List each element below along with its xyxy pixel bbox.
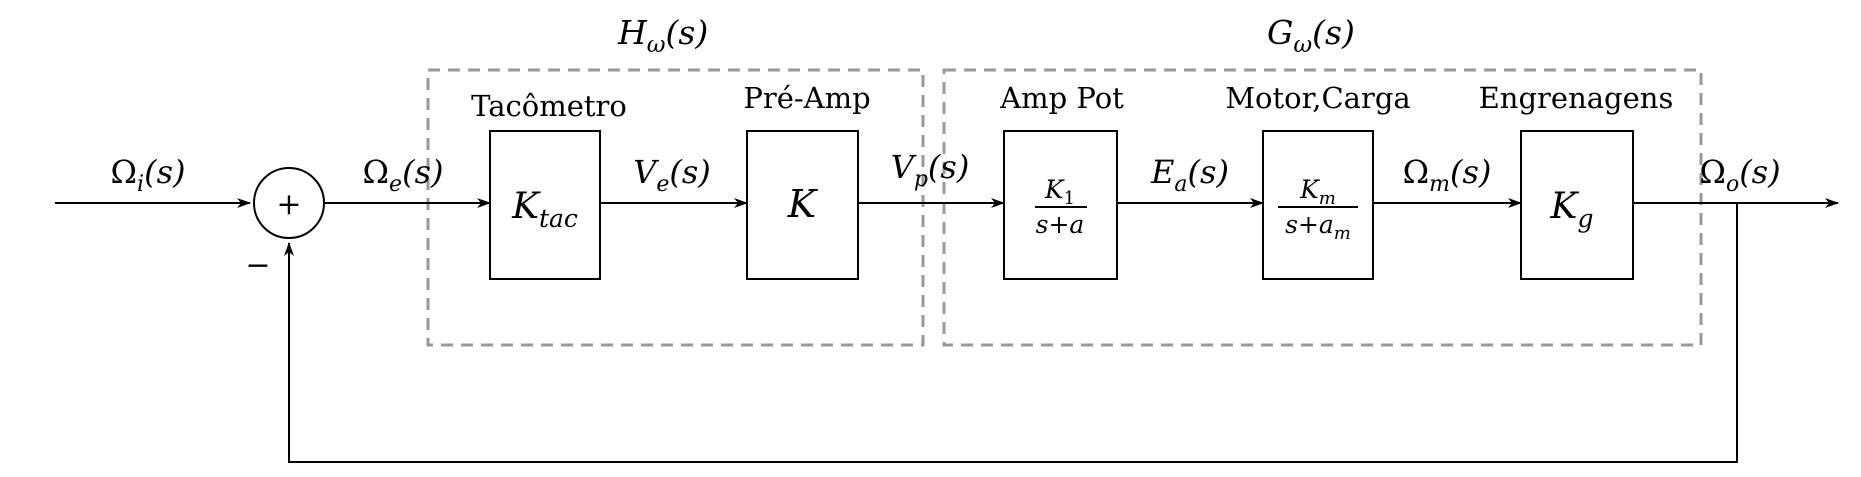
feedback-path: [284, 203, 1738, 463]
g-omega-group-box: [942, 68, 1703, 347]
signal-v-e: Ve(s): [633, 153, 711, 197]
gears-block: [1520, 130, 1634, 280]
signal-omega-i: Ωi(s): [111, 153, 186, 197]
tachometer-block: [489, 130, 601, 280]
tachometer-title: Tacômetro: [471, 89, 627, 123]
motor-load-numerator: Km: [1299, 175, 1336, 209]
gears-title: Engrenagens: [1479, 81, 1674, 115]
gears-gain: Kg: [1550, 186, 1594, 233]
power-amp-block: [1003, 130, 1118, 280]
g-omega-label: Gω(s): [1267, 13, 1355, 58]
signal-omega-o: Ωo(s): [1699, 153, 1780, 197]
motor-load-block: [1262, 130, 1374, 280]
preamp-title: Pré-Amp: [743, 81, 870, 115]
motor-load-denominator: s+am: [1285, 210, 1351, 244]
tachometer-gain: Ktac: [511, 186, 578, 233]
power-amp-numerator: K1: [1044, 175, 1075, 209]
power-amp-title: Amp Pot: [999, 81, 1124, 115]
summing-minus-sign: −: [245, 248, 270, 283]
signal-e-a: Ea(s): [1150, 153, 1229, 197]
signal-omega-e: Ωe(s): [363, 153, 444, 197]
signal-omega-m: Ωm(s): [1403, 153, 1492, 197]
h-omega-group-box: [426, 68, 925, 347]
summing-plus-sign: +: [276, 187, 301, 222]
summing-junction: [253, 167, 325, 239]
preamp-gain: K: [787, 182, 819, 226]
preamp-block: [746, 130, 859, 280]
signal-v-p: Vp(s): [891, 148, 970, 192]
motor-load-title: Motor,Carga: [1225, 81, 1410, 115]
h-omega-label: Hω(s): [617, 13, 708, 58]
power-amp-denominator: s+a: [1036, 210, 1085, 239]
